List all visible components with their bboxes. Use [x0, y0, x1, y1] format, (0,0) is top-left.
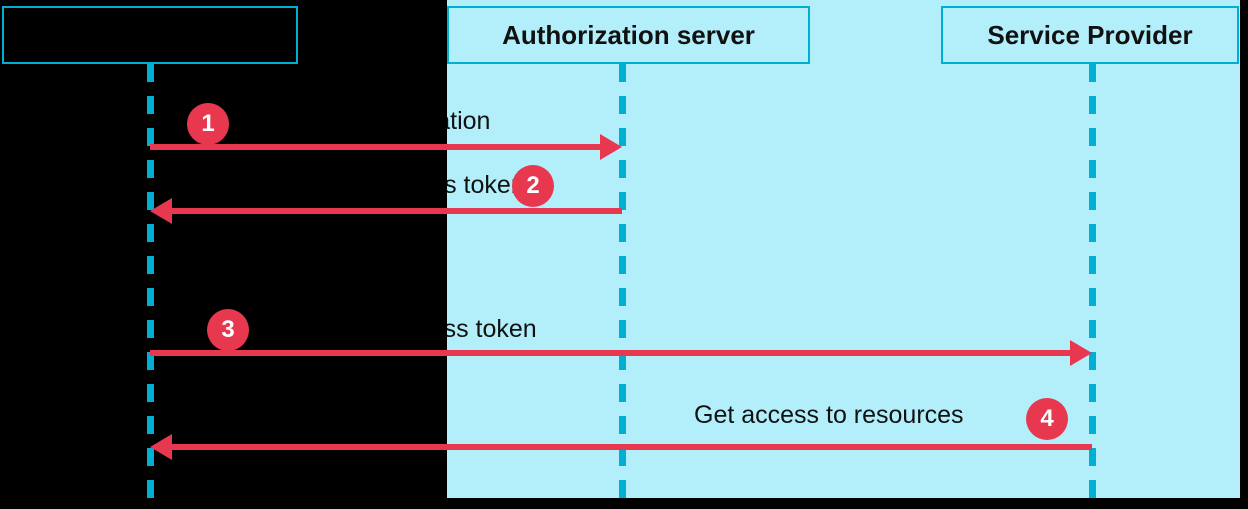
- message-label-1: Authentication: [332, 107, 491, 135]
- message-label-3: Access token: [388, 315, 537, 343]
- actor-box-user[interactable]: User: [2, 6, 298, 64]
- message-arrowhead-4-overlay: [150, 434, 172, 460]
- message-line-3-overlay: [150, 350, 447, 356]
- actor-box-authorization-server[interactable]: Authorization server: [447, 6, 810, 64]
- message-arrowhead-3: [1070, 340, 1092, 366]
- message-line-1-overlay: [150, 144, 447, 150]
- lifeline-authorization-server: [619, 64, 626, 509]
- step-badge-2[interactable]: 2: [512, 165, 554, 207]
- message-arrowhead-2-overlay: [150, 198, 172, 224]
- actor-label-user: User: [121, 19, 179, 50]
- message-line-2-overlay: [168, 208, 447, 214]
- diagram-canvas-background: [447, 0, 1240, 498]
- step-badge-3[interactable]: 3: [207, 309, 249, 351]
- message-line-4: [168, 444, 1092, 450]
- right-occlusion-panel: [1240, 0, 1248, 509]
- message-label-2: Access token: [376, 171, 525, 199]
- message-line-3: [150, 350, 1075, 356]
- step-badge-4[interactable]: 4: [1026, 398, 1068, 440]
- actor-label-service-provider: Service Provider: [987, 19, 1193, 50]
- left-occlusion-panel: [0, 0, 447, 509]
- actor-label-authorization-server: Authorization server: [502, 19, 755, 50]
- lifeline-user-overlay: [147, 64, 154, 509]
- step-badge-1[interactable]: 1: [187, 103, 229, 145]
- lifeline-service-provider: [1089, 64, 1096, 509]
- message-label-4: Get access to resources: [694, 401, 964, 429]
- message-arrowhead-1: [600, 134, 622, 160]
- actor-box-service-provider[interactable]: Service Provider: [941, 6, 1239, 64]
- message-line-4-overlay: [168, 444, 447, 450]
